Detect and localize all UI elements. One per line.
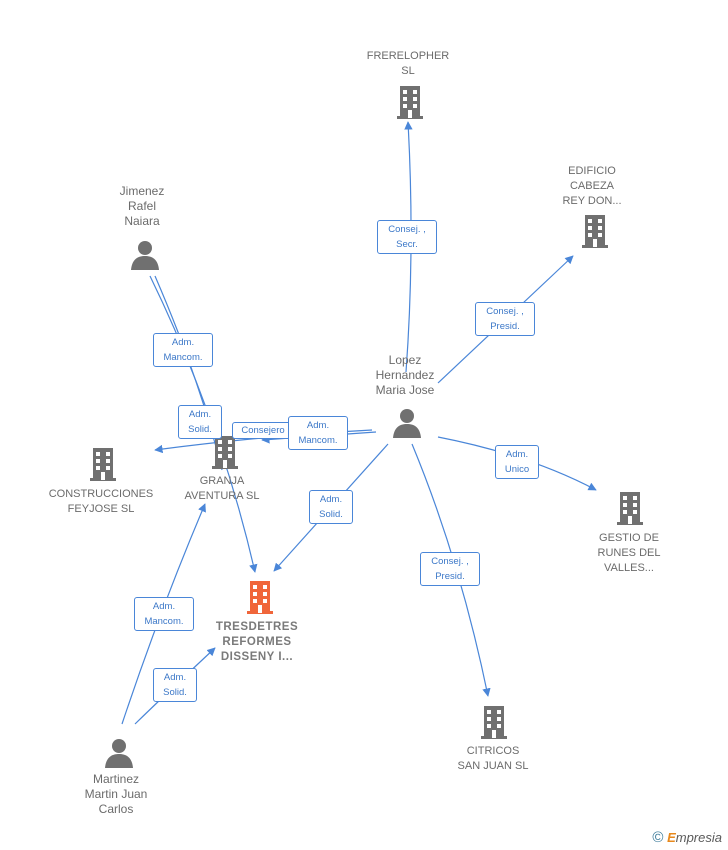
building-icon[interactable] (87, 446, 119, 482)
node-label-tresdetres[interactable]: TRESDETRES REFORMES DISSENY I... (215, 621, 299, 663)
edge-label-lopez-citricos[interactable]: Consej. , Presid. (420, 552, 480, 586)
building-icon[interactable] (394, 84, 426, 120)
edge-label-jimenez-tresdetres-1[interactable]: Adm. Mancom. (153, 333, 213, 367)
brand-initial: E (667, 830, 676, 845)
edge-label-lopez-edificio[interactable]: Consej. , Presid. (475, 302, 535, 336)
node-label-lopez[interactable]: Lopez Hernandez Maria Jose (375, 353, 435, 397)
edge-label-lopez-frerelopher[interactable]: Consej. , Secr. (377, 220, 437, 254)
node-label-gestio[interactable]: GESTIO DE RUNES DEL VALLES... (597, 532, 661, 574)
building-icon[interactable] (209, 434, 241, 470)
building-icon-highlighted[interactable] (244, 579, 276, 615)
edge-label-martinez-tresdetres[interactable]: Adm. Solid. (153, 668, 197, 702)
node-label-construcciones[interactable]: CONSTRUCCIONES FEYJOSE SL (48, 488, 154, 515)
node-label-frerelopher[interactable]: FRERELOPHER SL (366, 50, 450, 77)
edge-label-martinez-granja[interactable]: Adm. Mancom. (134, 597, 194, 631)
node-label-edificio[interactable]: EDIFICIO CABEZA REY DON... (562, 165, 622, 207)
edge-label-lopez-gestio[interactable]: Adm. Unico (495, 445, 539, 479)
brand-name: mpresia (675, 830, 722, 845)
edge-label-to-construcciones[interactable]: Consejero (232, 422, 294, 439)
edge-label-lopez-granja[interactable]: Adm. Mancom. (288, 416, 348, 450)
person-icon[interactable] (392, 408, 422, 438)
person-icon[interactable] (130, 240, 160, 270)
building-icon[interactable] (579, 213, 611, 249)
copyright-symbol: © (652, 829, 664, 846)
building-icon[interactable] (478, 704, 510, 740)
building-icon[interactable] (614, 490, 646, 526)
node-label-jimenez[interactable]: Jimenez Rafel Naiara (119, 184, 165, 228)
edge-label-jimenez-tresdetres-2[interactable]: Adm. Solid. (178, 405, 222, 439)
node-label-citricos[interactable]: CITRICOS SAN JUAN SL (457, 745, 529, 772)
node-label-martinez[interactable]: Martinez Martin Juan Carlos (84, 772, 148, 816)
edge-label-lopez-tresdetres[interactable]: Adm. Solid. (309, 490, 353, 524)
node-label-granja[interactable]: GRANJA AVENTURA SL (184, 475, 260, 502)
brand-watermark: © Empresia (652, 829, 722, 846)
person-icon[interactable] (104, 738, 134, 768)
